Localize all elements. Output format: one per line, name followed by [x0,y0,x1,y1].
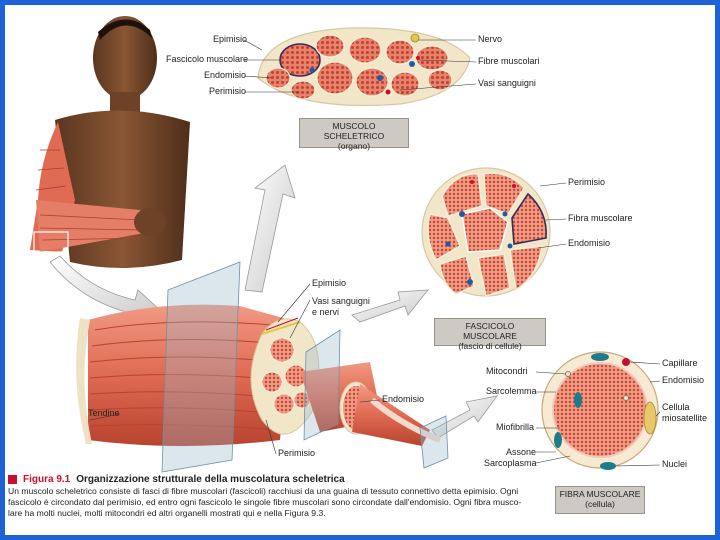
box-fibra-sub: (cellula) [585,499,615,509]
label-endomisio-mid: Endomisio [568,238,611,248]
caption-title: Organizzazione strutturale della muscola… [76,474,345,485]
arrow-to-fiber [431,395,498,439]
fiber-leader-lines [535,361,661,467]
box-fascicolo-muscolare: FASCICOLO MUSCOLARE (fascio di cellule) [434,318,546,351]
label-perimisio-bottom: Perimisio [278,448,316,458]
top-leader-lines [243,39,477,93]
caption-line-3: lare ha molti nuclei, molti mitocondri e… [8,508,326,518]
label-nuclei: Nuclei [662,459,688,469]
label-perimisio-top: Perimisio [209,86,247,96]
label-fibre-muscolari: Fibre muscolari [478,56,540,66]
label-epimisio-mid: Epimisio [312,278,347,288]
arrow-to-muscle-section [244,164,296,293]
muscle-cross-section [257,27,471,107]
fascicle-leader-lines [537,182,567,249]
box-fascicolo-sub: (fascio di cellule) [458,341,522,351]
label-fibra-muscolare: Fibra muscolare [568,213,633,223]
box-fibra-title: FIBRA MUSCOLARE [559,489,641,499]
arrow-to-fascicle [351,289,429,323]
label-vasi-sanguigni-top: Vasi sanguigni [478,78,536,88]
caption-header: Figura 9.1 Organizzazione strutturale de… [8,474,548,485]
box-fibra-muscolare: FIBRA MUSCOLARE (cellula) [555,486,645,514]
label-vasi-nervi-1: Vasi sanguigni [312,296,370,306]
label-perimisio-mid: Perimisio [568,177,606,187]
label-sarcoplasma: Sarcoplasma [484,458,537,468]
label-fascicolo-muscolare: Fascicolo muscolare [166,54,249,64]
box-muscolo-scheletrico: MUSCOLO SCHELETRICO (organo) [299,118,409,151]
label-cellula-2: miosatellite [662,413,708,423]
box-muscolo-title: MUSCOLO SCHELETRICO [323,121,385,141]
label-miofibrilla: Miofibrilla [496,422,535,432]
label-nervo: Nervo [478,34,503,44]
label-endomisio-cell: Endomisio [662,375,705,385]
label-mitocondri: Mitocondri [486,366,528,376]
box-muscolo-sub: (organo) [337,141,371,151]
fiber-cross-section [541,351,659,470]
label-endomisio-top: Endomisio [204,70,247,80]
figure-caption: Figura 9.1 Organizzazione strutturale de… [8,474,548,519]
longitudinal-leader-lines [89,283,381,455]
label-vasi-nervi-2: e nervi [312,307,340,317]
box-fascicolo-title: FASCICOLO MUSCOLARE [463,321,517,341]
label-endomisio-bottom: Endomisio [382,394,425,404]
caption-line-2: fascicolo è circondato dal perimisio, ed… [8,497,522,507]
caption-marker [8,475,17,484]
caption-line-1: Un muscolo scheletrico consiste di fasci… [8,486,519,496]
label-cellula-1: Cellula [662,402,690,412]
muscle-longitudinal-view [76,261,449,473]
label-epimisio-top: Epimisio [213,34,248,44]
label-sarcolemma: Sarcolemma [486,386,537,396]
label-capillare: Capillare [662,358,698,368]
fascicle-cross-section [421,167,551,297]
label-tendine: Tendine [88,408,120,418]
label-assone: Assone [506,447,537,457]
caption-figure-number: Figura 9.1 [23,474,71,485]
human-figure [30,16,190,269]
